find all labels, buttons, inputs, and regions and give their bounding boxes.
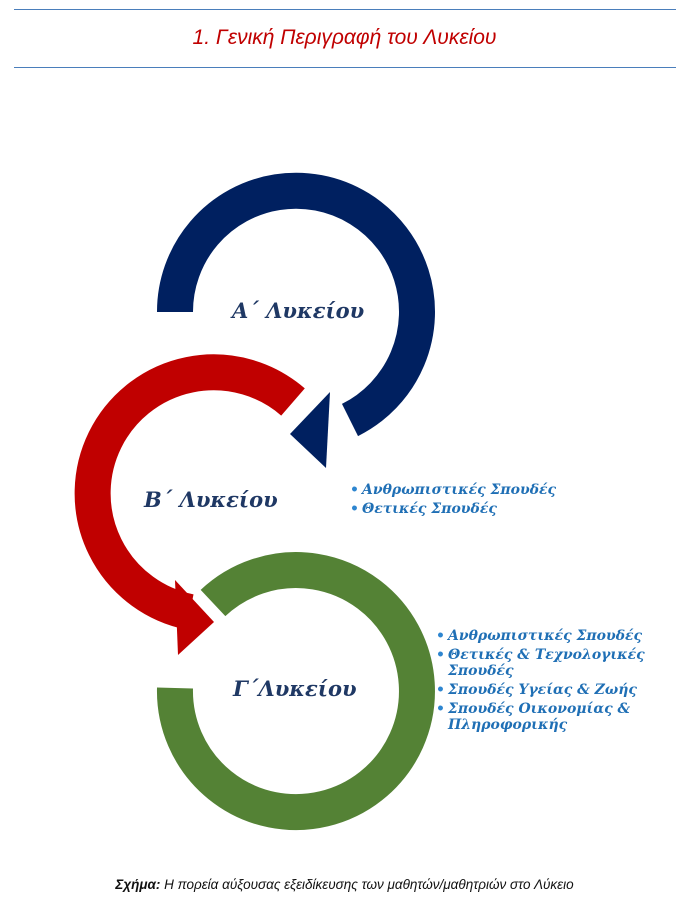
stage-c-options: Ανθρωπιστικές Σπουδές Θετικές & Τεχνολογ… [436,628,666,736]
stage-c-option: Θετικές & Τεχνολογικές Σπουδές [436,647,666,679]
stage-c-label: Γ΄Λυκείου [233,676,357,701]
stage-b-options: Ανθρωπιστικές Σπουδές Θετικές Σπουδές [350,482,580,520]
stage-c-option: Ανθρωπιστικές Σπουδές [436,628,666,644]
stage-a-label: Α΄ Λυκείου [232,298,365,323]
stage-b-label: Β΄ Λυκείου [144,487,278,512]
stage-a-arrow [156,172,435,437]
stage-b-option: Θετικές Σπουδές [350,501,580,517]
caption-label: Σχήμα: [115,877,161,892]
stage-b-option: Ανθρωπιστικές Σπουδές [350,482,580,498]
stage-c-option: Σπουδές Οικονομίας & Πληροφορικής [436,701,666,733]
stage-c-option: Σπουδές Υγείας & Ζωής [436,682,666,698]
header-bottom-rule [14,67,676,68]
caption-text: Η πορεία αύξουσας εξειδίκευσης των μαθητ… [160,877,574,892]
stage-b-arrowhead [175,580,214,655]
stage-c-ring [156,552,435,831]
stage-b-arrow [74,354,305,630]
page-title: 1. Γενική Περιγραφή του Λυκείου [192,26,497,49]
figure-caption: Σχήμα: Η πορεία αύξουσας εξειδίκευσης τω… [0,877,689,892]
stage-a-arrowhead [290,392,330,468]
header-top-rule [14,9,676,10]
